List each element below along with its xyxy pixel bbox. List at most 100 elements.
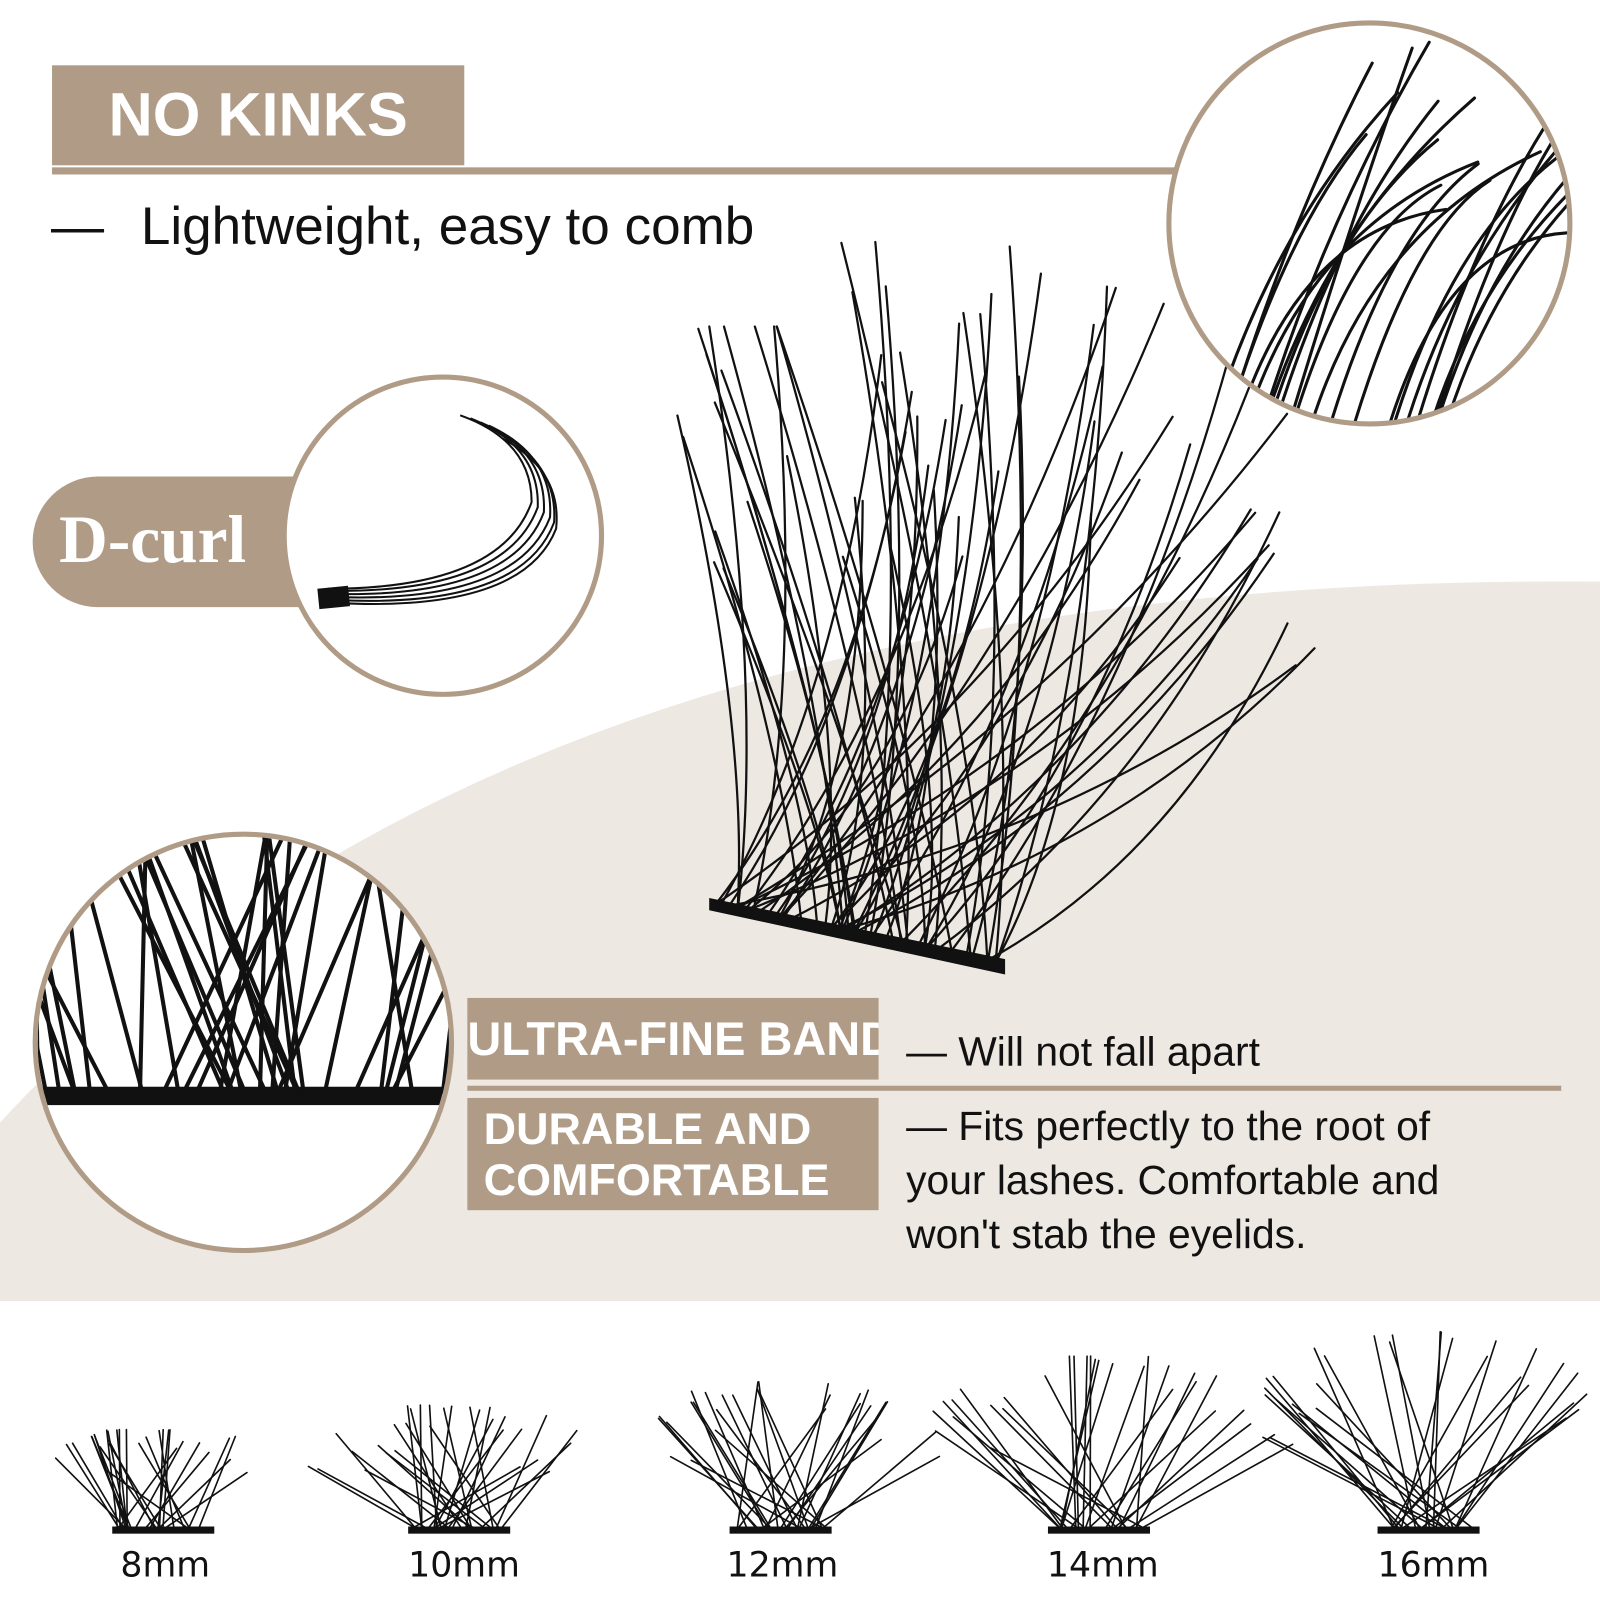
lash-strand bbox=[1061, 1363, 1114, 1529]
lash-strand bbox=[1435, 175, 1568, 422]
lash-strand bbox=[796, 1382, 830, 1529]
lash-strand bbox=[480, 1442, 572, 1529]
lash-strand bbox=[731, 1394, 798, 1529]
lash-strand bbox=[440, 1021, 449, 1094]
lash-strand bbox=[790, 556, 1181, 920]
lash-strand bbox=[1262, 1436, 1438, 1529]
lash-strand bbox=[108, 1439, 155, 1529]
lash-band bbox=[729, 1526, 832, 1534]
lash-strand bbox=[282, 836, 330, 1094]
lash-strand bbox=[37, 939, 62, 1094]
lash-strand bbox=[137, 836, 148, 1094]
lash-strand bbox=[1353, 178, 1492, 422]
lash-strand bbox=[1421, 1408, 1580, 1529]
lash-strand bbox=[1415, 104, 1560, 422]
lash-strand bbox=[889, 546, 934, 947]
lash-strand bbox=[757, 1381, 779, 1529]
lash-strand bbox=[317, 1468, 427, 1529]
lash-strand bbox=[1329, 162, 1480, 422]
lash-strand bbox=[996, 285, 1109, 961]
lash-strand bbox=[1073, 1355, 1080, 1529]
lash-strand bbox=[1236, 207, 1448, 422]
lash-strand bbox=[714, 530, 819, 925]
lash-strand bbox=[840, 557, 1259, 930]
lash-strand bbox=[708, 325, 748, 909]
lash-strand bbox=[434, 1459, 539, 1529]
lash-strand bbox=[377, 1444, 471, 1529]
length-label-14mm: 14mm bbox=[1046, 1544, 1159, 1586]
lash-16mm bbox=[1262, 1330, 1588, 1534]
lash-strand bbox=[1373, 1335, 1417, 1529]
durable-desc-line1: — Fits perfectly to the root of bbox=[906, 1104, 1431, 1149]
lash-strand bbox=[262, 836, 297, 1094]
lash-strand bbox=[179, 836, 300, 1094]
lash-strand bbox=[690, 1401, 769, 1529]
length-label-10mm: 10mm bbox=[408, 1544, 520, 1586]
lash-strand bbox=[798, 1392, 861, 1529]
lash-strand bbox=[161, 836, 285, 1094]
lash-strand bbox=[198, 1435, 237, 1529]
lash-strand bbox=[37, 987, 77, 1094]
lash-strand bbox=[744, 373, 987, 911]
lash-strand bbox=[727, 390, 913, 908]
lash-strand bbox=[1129, 1433, 1276, 1529]
lash-strand bbox=[1244, 160, 1480, 422]
lash-strand bbox=[1003, 1396, 1117, 1529]
lash-strand bbox=[419, 1404, 423, 1529]
lash-strand bbox=[138, 1442, 190, 1529]
lash-strand bbox=[692, 1401, 772, 1529]
zoom-circle-band bbox=[32, 831, 455, 1254]
lash-strand bbox=[37, 951, 111, 1094]
lash-strand bbox=[735, 412, 1289, 909]
lash-strand bbox=[778, 499, 864, 918]
lash-strand bbox=[1394, 1376, 1522, 1529]
lash-strand bbox=[188, 1437, 231, 1529]
lash-strand bbox=[1315, 1407, 1473, 1529]
lash-strand bbox=[125, 1428, 128, 1529]
lash-strand bbox=[767, 418, 947, 915]
length-labels: 8mm 10mm 12mm 14mm 16mm bbox=[0, 1545, 1600, 1596]
lash-strand bbox=[682, 435, 803, 922]
lash-strand bbox=[1070, 1388, 1174, 1529]
lash-band bbox=[112, 1526, 215, 1534]
lash-strand bbox=[785, 454, 833, 927]
lash-strand bbox=[1323, 1355, 1421, 1529]
dash: — bbox=[51, 196, 105, 257]
lash-strand bbox=[1084, 1365, 1145, 1529]
lash-band bbox=[1377, 1526, 1480, 1534]
lash-strand bbox=[1068, 1355, 1077, 1529]
lash-strand bbox=[364, 1469, 475, 1529]
lash-strand bbox=[428, 1404, 438, 1529]
divider bbox=[467, 1085, 1562, 1091]
lash-strand bbox=[1435, 1340, 1497, 1529]
lash-strand bbox=[1432, 1330, 1442, 1529]
lash-strand bbox=[135, 1440, 184, 1529]
lash-strand bbox=[192, 836, 291, 1094]
lash-band bbox=[408, 1526, 511, 1534]
lash-strand bbox=[1402, 1417, 1567, 1529]
lash-14mm bbox=[932, 1355, 1294, 1534]
divider bbox=[52, 167, 1175, 175]
d-curl-circle bbox=[281, 374, 605, 697]
lash-strand bbox=[720, 369, 894, 940]
lash-strand bbox=[918, 323, 1095, 946]
lash-strand bbox=[1298, 1412, 1460, 1529]
lash-strand bbox=[855, 552, 1275, 933]
durable-desc: — Fits perfectly to the root of your las… bbox=[906, 1100, 1439, 1262]
lash-strand bbox=[383, 836, 449, 1094]
lash-strand bbox=[657, 1417, 758, 1529]
lash-strand bbox=[838, 415, 919, 930]
lash-strand bbox=[444, 1409, 481, 1529]
lash-strand bbox=[1261, 40, 1431, 422]
lash-strand bbox=[105, 1429, 119, 1529]
lash-strand bbox=[851, 290, 910, 943]
lash-strand bbox=[841, 322, 961, 930]
lash-strand bbox=[1272, 1375, 1399, 1529]
lash-strand bbox=[898, 351, 943, 949]
lash-strand bbox=[775, 325, 909, 943]
lash-strand bbox=[737, 1408, 827, 1529]
lash-strand bbox=[722, 325, 845, 930]
lash-strand bbox=[390, 977, 449, 1094]
